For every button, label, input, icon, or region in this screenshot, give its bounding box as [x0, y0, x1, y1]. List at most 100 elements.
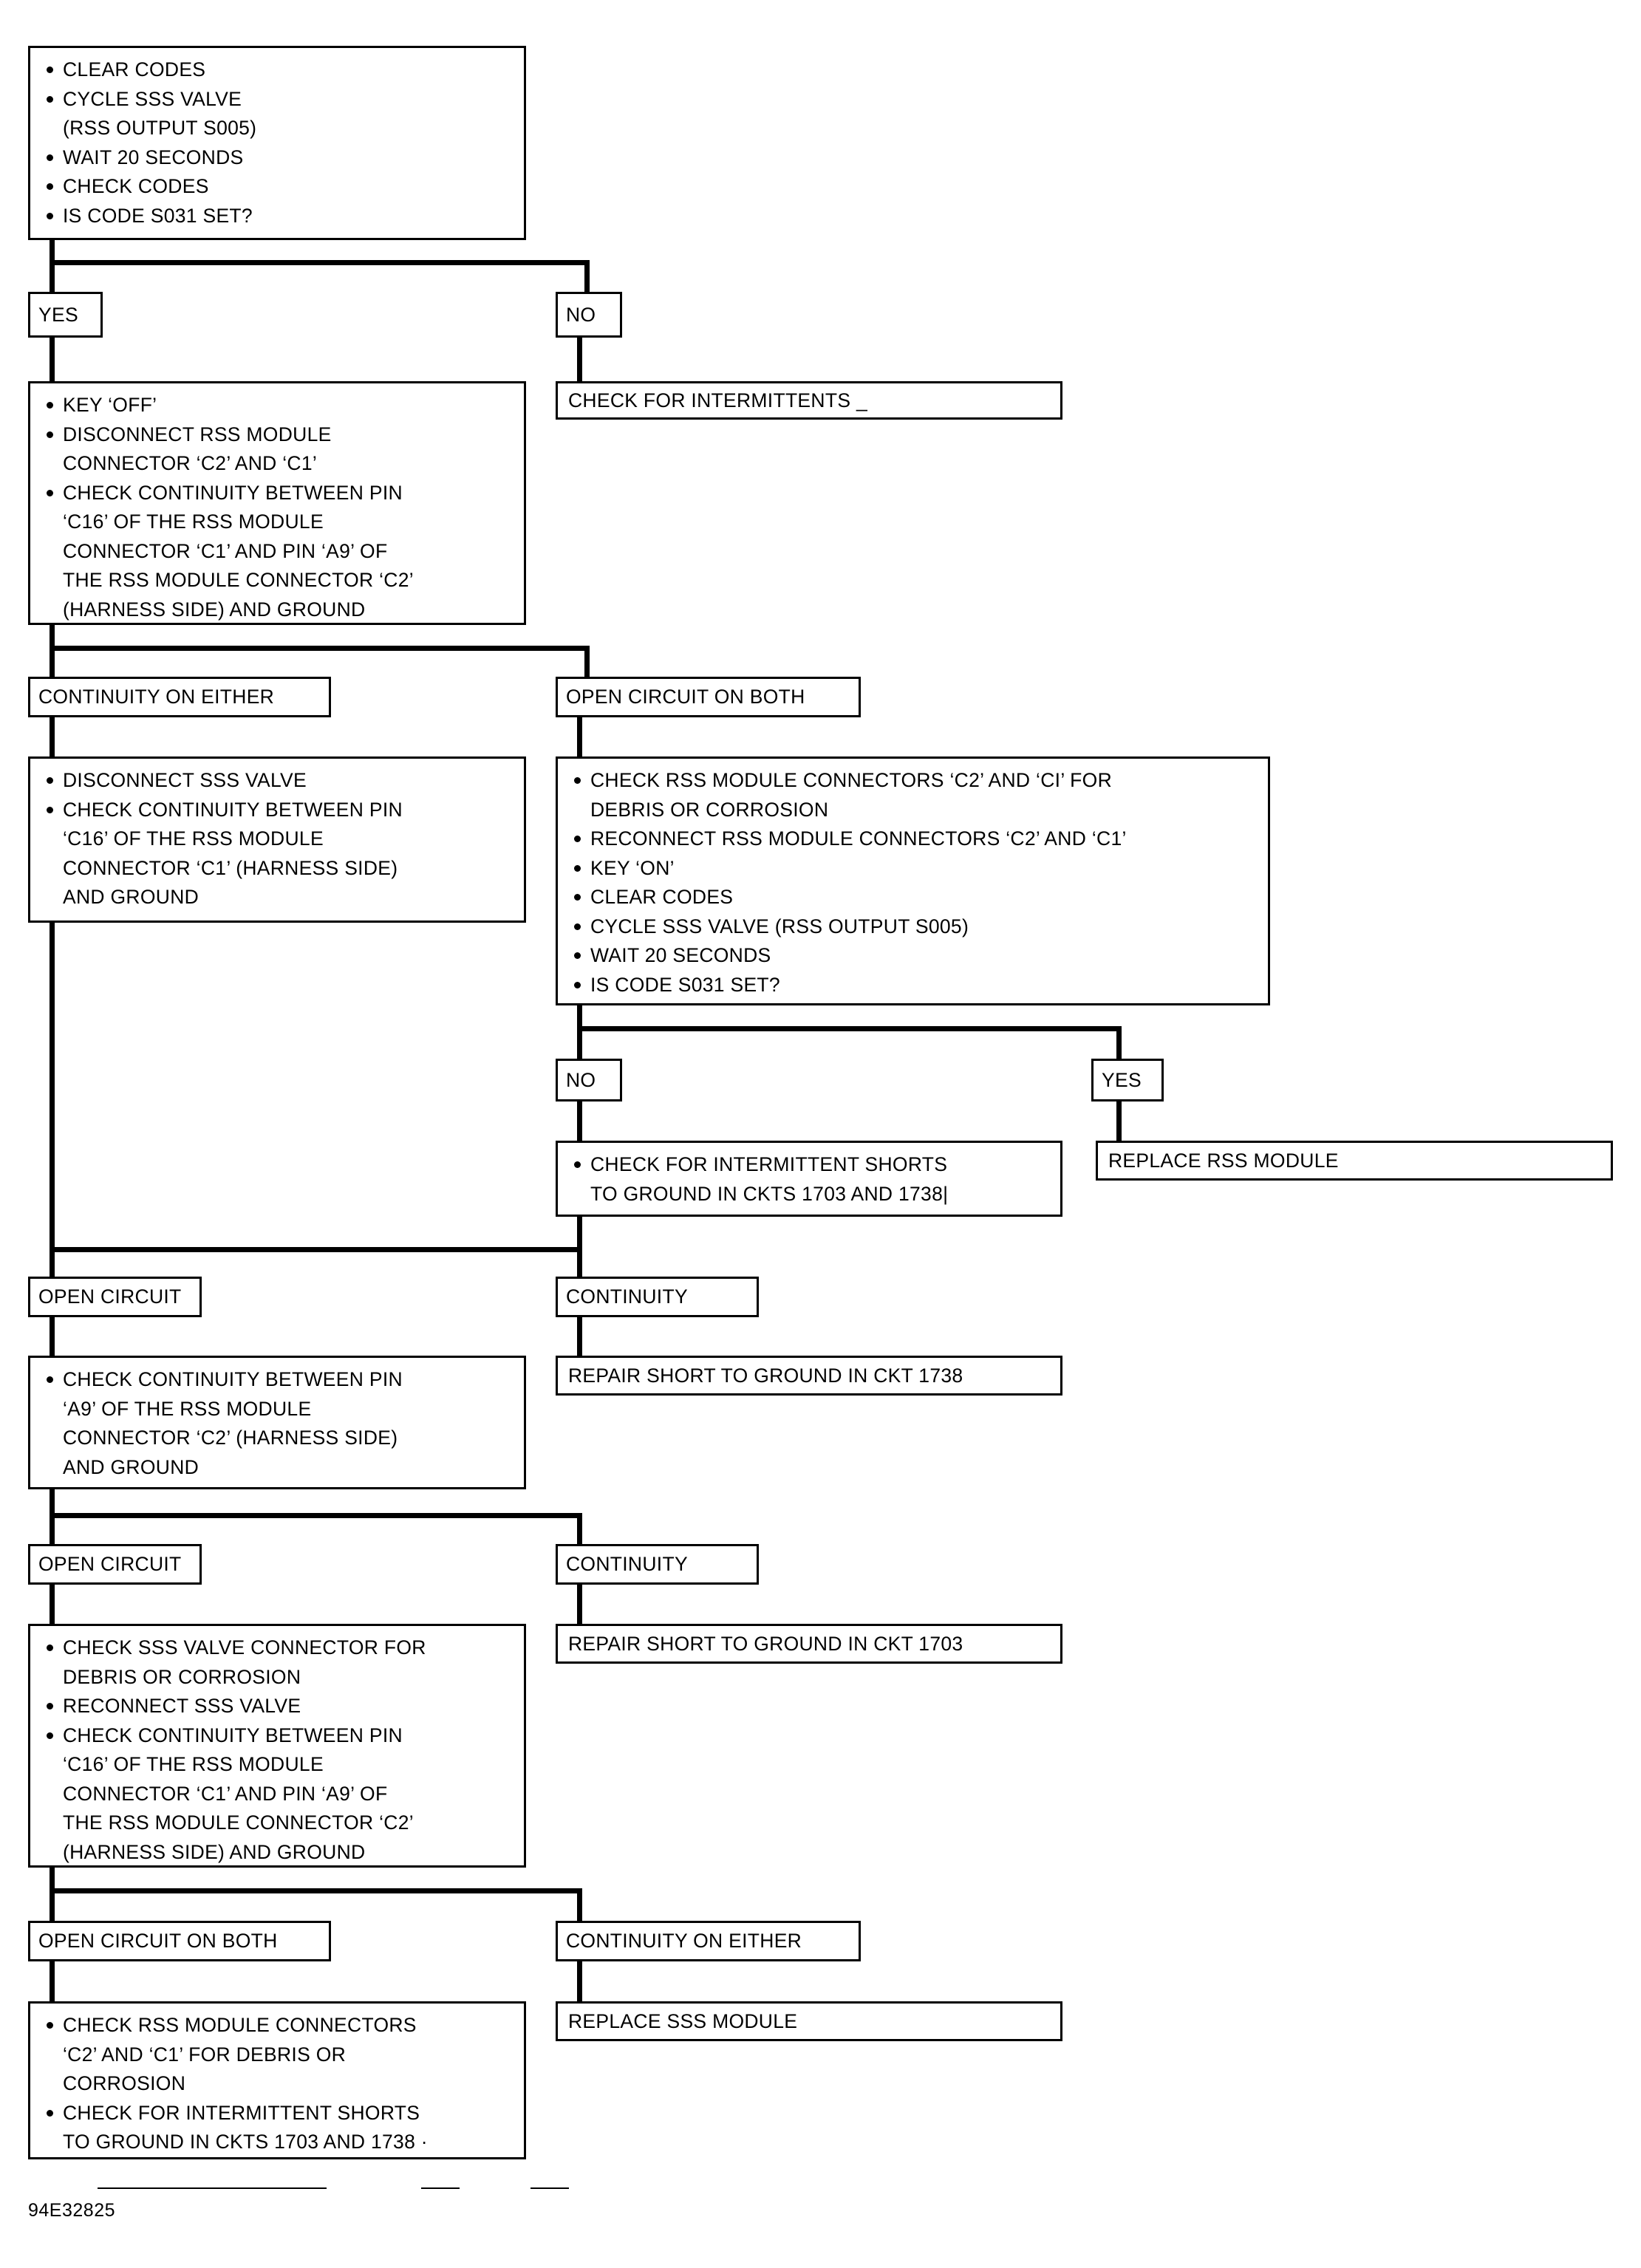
list-item: CHECK CODES	[41, 172, 514, 202]
connector-vertical	[50, 1868, 55, 1893]
list-item: CHECK CONTINUITY BETWEEN PIN ‘C16’ OF TH…	[41, 796, 514, 912]
branch-open-circuit-1: OPEN CIRCUIT	[28, 1277, 202, 1317]
branch-no-2: NO	[556, 1059, 622, 1101]
list-item: IS CODE S031 SET?	[41, 202, 514, 231]
list-item: CHECK RSS MODULE CONNECTORS ‘C2’ AND ‘CI…	[568, 766, 1258, 824]
connector-vertical	[577, 1585, 582, 1625]
list-item: WAIT 20 SECONDS	[568, 941, 1258, 971]
connector-horizontal	[50, 1888, 582, 1893]
connector-horizontal	[50, 1513, 582, 1518]
connector-vertical	[50, 1513, 55, 1545]
list-item: RECONNECT SSS VALVE	[41, 1692, 514, 1721]
repair-short-ckt-1738-box: REPAIR SHORT TO GROUND IN CKT 1738	[556, 1356, 1062, 1396]
connector-vertical-long	[50, 923, 55, 1252]
connector-vertical	[584, 260, 590, 292]
branch-label: CONTINUITY ON EITHER	[566, 1930, 802, 1953]
branch-label: NO	[566, 303, 596, 326]
repair-short-ckt-1703-box: REPAIR SHORT TO GROUND IN CKT 1703	[556, 1624, 1062, 1664]
connector-vertical	[584, 646, 590, 677]
branch-continuity-on-either-1: CONTINUITY ON EITHER	[28, 677, 331, 717]
initial-test-box: CLEAR CODES CYCLE SSS VALVE (RSS OUTPUT …	[28, 46, 526, 240]
branch-label: OPEN CIRCUIT ON BOTH	[38, 1930, 278, 1953]
list-item: CYCLE SSS VALVE (RSS OUTPUT S005)	[41, 85, 514, 143]
branch-label: NO	[566, 1068, 596, 1091]
replace-sss-module-box: REPLACE SSS MODULE	[556, 2001, 1062, 2041]
box-label: REPAIR SHORT TO GROUND IN CKT 1703	[568, 1632, 963, 1655]
branch-continuity-1: CONTINUITY	[556, 1277, 759, 1317]
connector-horizontal	[50, 646, 590, 651]
box-label: REPLACE RSS MODULE	[1108, 1149, 1339, 1172]
connector-vertical	[577, 1317, 582, 1357]
list-item: CHECK FOR INTERMITTENT SHORTS TO GROUND …	[41, 2099, 514, 2157]
branch-label: YES	[38, 303, 78, 326]
list-item: CHECK CONTINUITY BETWEEN PIN ‘C16’ OF TH…	[41, 479, 514, 625]
list-item: CHECK CONTINUITY BETWEEN PIN ‘C16’ OF TH…	[41, 1721, 514, 1868]
connector-vertical	[577, 717, 582, 758]
list-item: DISCONNECT SSS VALVE	[41, 766, 514, 796]
connector-vertical	[577, 1026, 582, 1059]
branch-label: OPEN CIRCUIT	[38, 1553, 182, 1576]
footer-rule	[98, 2187, 327, 2189]
list-item: IS CODE S031 SET?	[568, 971, 1258, 1000]
connector-vertical	[1116, 1026, 1122, 1059]
list-item: CHECK FOR INTERMITTENT SHORTS TO GROUND …	[568, 1150, 1050, 1209]
final-check-connectors-box: CHECK RSS MODULE CONNECTORS ‘C2’ AND ‘C1…	[28, 2001, 526, 2159]
branch-label: OPEN CIRCUIT ON BOTH	[566, 686, 805, 708]
connector-vertical	[50, 1489, 55, 1517]
connector-vertical	[577, 1961, 582, 2003]
list-item: CHECK SSS VALVE CONNECTOR FOR DEBRIS OR …	[41, 1633, 514, 1692]
list-item: CLEAR CODES	[41, 55, 514, 85]
branch-label: CONTINUITY	[566, 1285, 688, 1308]
connector-horizontal	[50, 1247, 582, 1252]
list-item: DISCONNECT RSS MODULE CONNECTOR ‘C2’ AND…	[41, 420, 514, 479]
branch-yes: YES	[28, 292, 103, 338]
connector-vertical	[577, 1005, 582, 1031]
figure-id: 94E32825	[28, 2200, 116, 2221]
connector-vertical	[50, 646, 55, 677]
footer-rule	[421, 2187, 460, 2189]
connector-vertical	[50, 1961, 55, 2003]
list-item: KEY ‘OFF’	[41, 391, 514, 420]
connector-vertical	[577, 1101, 582, 1142]
connector-vertical	[50, 1247, 55, 1278]
branch-label: CONTINUITY ON EITHER	[38, 686, 275, 708]
branch-no: NO	[556, 292, 622, 338]
branch-continuity-2: CONTINUITY	[556, 1544, 759, 1585]
box-label: REPLACE SSS MODULE	[568, 2009, 798, 2032]
branch-open-circuit-2: OPEN CIRCUIT	[28, 1544, 202, 1585]
branch-label: CONTINUITY	[566, 1553, 688, 1576]
list-item: RECONNECT RSS MODULE CONNECTORS ‘C2’ AND…	[568, 824, 1258, 854]
connector-vertical	[577, 1217, 582, 1252]
connector-vertical	[50, 260, 55, 292]
connector-vertical	[1116, 1101, 1122, 1142]
list-item: CHECK RSS MODULE CONNECTORS ‘C2’ AND ‘C1…	[41, 2011, 514, 2099]
connector-horizontal	[577, 1026, 1122, 1031]
connector-vertical	[50, 625, 55, 650]
branch-open-circuit-on-both-1: OPEN CIRCUIT ON BOTH	[556, 677, 861, 717]
branch-yes-2: YES	[1091, 1059, 1164, 1101]
box-label: CHECK FOR INTERMITTENTS _	[568, 389, 868, 411]
branch-continuity-on-either-2: CONTINUITY ON EITHER	[556, 1921, 861, 1961]
check-pin-a9-box: CHECK CONTINUITY BETWEEN PIN ‘A9’ OF THE…	[28, 1356, 526, 1489]
list-item: CLEAR CODES	[568, 883, 1258, 912]
connector-vertical	[577, 1247, 582, 1278]
connector-vertical	[577, 1513, 582, 1545]
connector-vertical	[50, 338, 55, 382]
connector-vertical	[577, 1888, 582, 1922]
connector-vertical	[50, 1317, 55, 1357]
box-label: REPAIR SHORT TO GROUND IN CKT 1738	[568, 1364, 963, 1387]
disconnect-sss-valve-box: DISCONNECT SSS VALVE CHECK CONTINUITY BE…	[28, 756, 526, 923]
list-item: WAIT 20 SECONDS	[41, 143, 514, 173]
connector-vertical	[50, 717, 55, 758]
check-rss-connectors-box: CHECK RSS MODULE CONNECTORS ‘C2’ AND ‘CI…	[556, 756, 1270, 1005]
connector-vertical	[50, 1888, 55, 1922]
check-intermittents-box: CHECK FOR INTERMITTENTS _	[556, 381, 1062, 420]
check-sss-valve-connector-box: CHECK SSS VALVE CONNECTOR FOR DEBRIS OR …	[28, 1624, 526, 1868]
connector-vertical	[50, 1585, 55, 1625]
connector-vertical	[50, 240, 55, 265]
branch-open-circuit-on-both-2: OPEN CIRCUIT ON BOTH	[28, 1921, 331, 1961]
connector-vertical	[577, 338, 582, 383]
branch-label: OPEN CIRCUIT	[38, 1285, 182, 1308]
connector-horizontal	[50, 260, 590, 265]
